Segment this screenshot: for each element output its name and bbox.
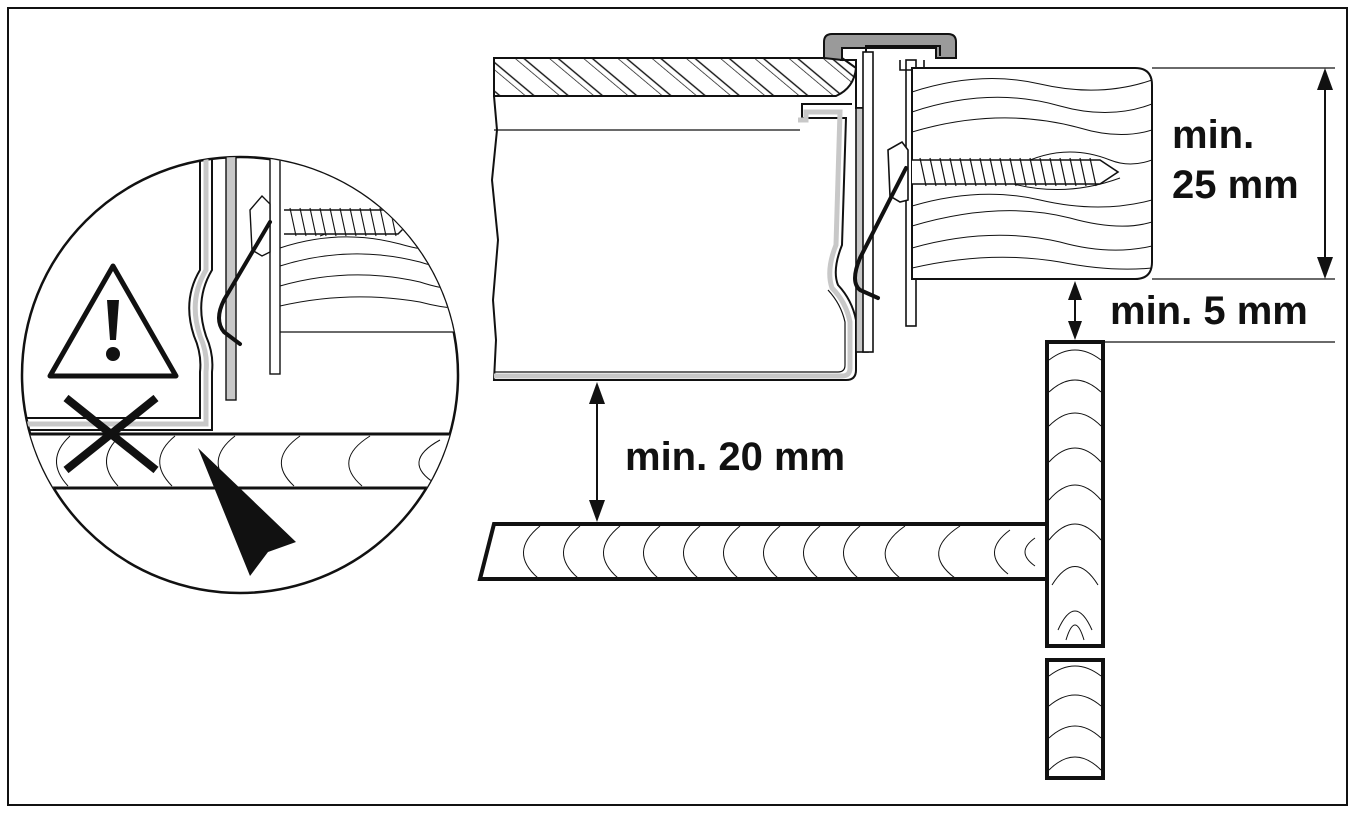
- warning-triangle-icon: [47, 263, 179, 379]
- screw: [912, 157, 1120, 187]
- dimension-arrow-20: [589, 382, 605, 522]
- worktop-block: [911, 67, 1153, 280]
- dimension-arrow-5: [1068, 281, 1082, 340]
- detail-circle: [20, 155, 460, 595]
- label-min-25-line1: min.: [1172, 113, 1254, 157]
- label-min-5: min. 5 mm: [1110, 289, 1308, 333]
- label-min-20: min. 20 mm: [625, 435, 845, 479]
- label-min-25-line2: 25 mm: [1172, 163, 1299, 207]
- worktop-section: [490, 57, 858, 381]
- horizontal-board: [477, 522, 1049, 581]
- arrow-icon: [198, 448, 296, 576]
- outer-frame: [7, 7, 1348, 806]
- vertical-post: [1045, 340, 1105, 780]
- spring-clip: [853, 166, 908, 300]
- appliance-housing: [490, 95, 857, 381]
- dimension-arrow-25: [1317, 68, 1333, 279]
- glass-panel: [493, 57, 858, 97]
- cross-mark-icon: [63, 394, 159, 474]
